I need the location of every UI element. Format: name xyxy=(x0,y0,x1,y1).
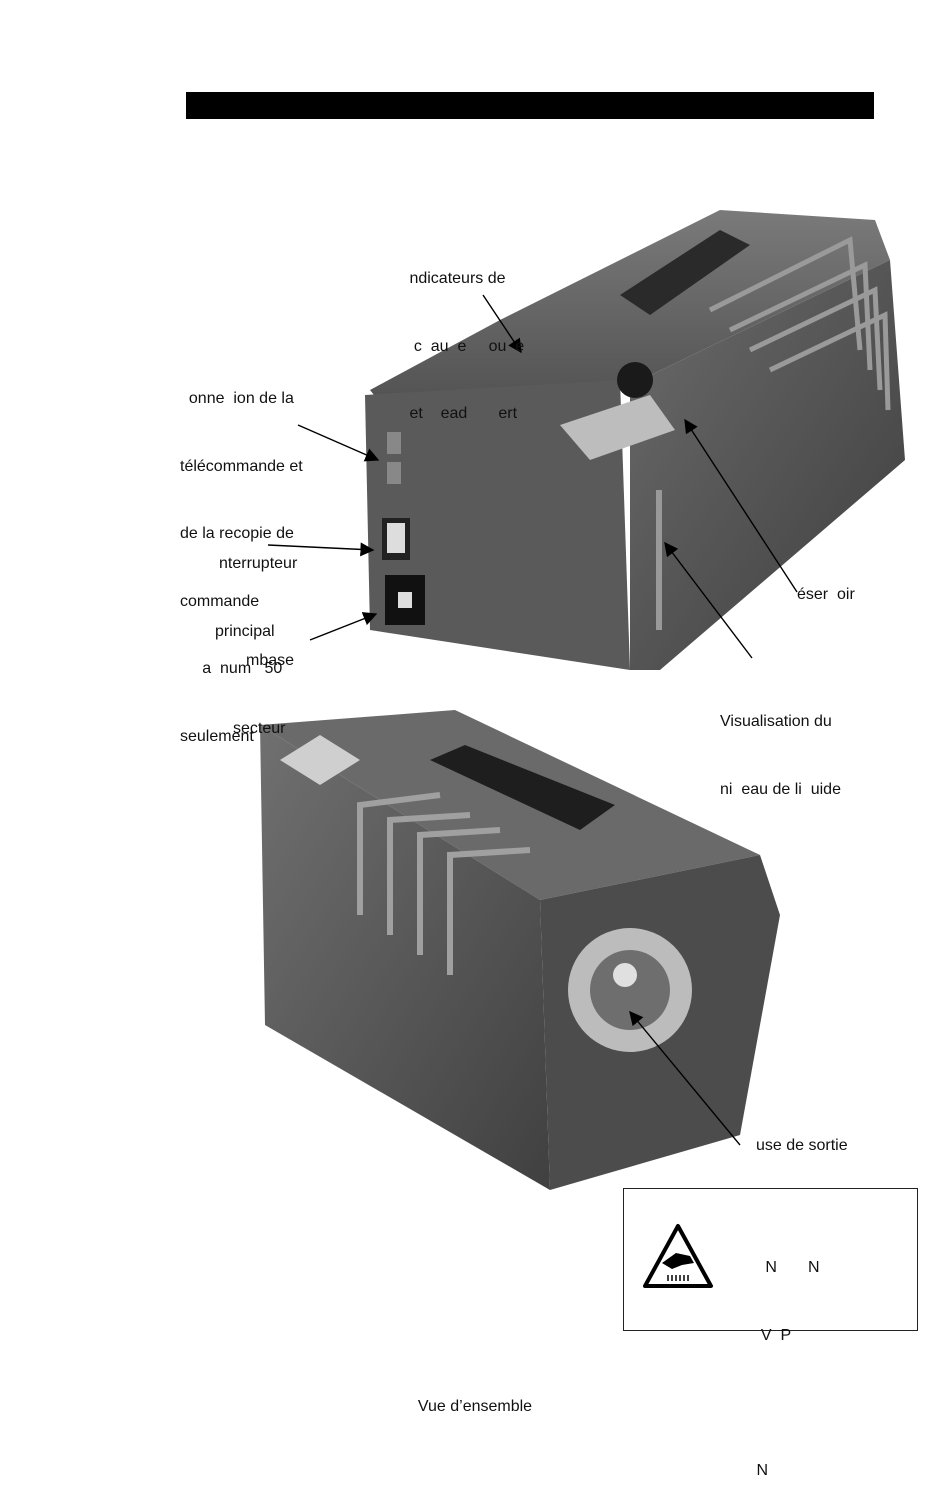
power-socket-label: mbase secteur xyxy=(233,605,294,763)
connection-label-line: commande xyxy=(180,592,260,610)
nozzle-label: use de sortie xyxy=(756,1137,848,1154)
connection-label-line: télécommande et xyxy=(180,457,303,475)
indicators-label-line: ndicateurs de xyxy=(405,270,506,287)
connection-label-line: onne ion de la xyxy=(180,390,294,407)
machine-front-view xyxy=(260,710,780,1190)
indicators-label-line: et ead ert xyxy=(405,405,518,422)
warning-text-line: N N xyxy=(752,1259,820,1276)
connection-label-line: de la recopie de xyxy=(180,525,294,542)
main-switch-label: nterrupteur principal xyxy=(215,508,297,666)
connection-label: onne ion de la télécommande et de la rec… xyxy=(180,343,303,771)
fluid-level-label: Visualisation du ni eau de li uide xyxy=(720,666,841,824)
hot-surface-warning-icon xyxy=(643,1224,713,1288)
callout-arrows xyxy=(267,294,798,1146)
warning-box xyxy=(623,1188,918,1331)
figure-caption: Vue d’ensemble xyxy=(417,1398,533,1415)
main-switch-label-line: nterrupteur xyxy=(219,555,298,572)
machine-rear-view xyxy=(365,210,905,670)
fluid-level-label-line: ni eau de li uide xyxy=(720,780,841,798)
connection-label-line: a num 50 xyxy=(180,660,283,677)
power-socket-label-line: mbase xyxy=(246,652,295,669)
section-title-bar xyxy=(186,92,874,119)
warning-text: N N V P N xyxy=(752,1212,820,1505)
main-switch-label-line: principal xyxy=(215,622,275,640)
power-socket-label-line: secteur xyxy=(233,719,286,737)
fluid-level-label-line: Visualisation du xyxy=(720,713,832,730)
indicators-label: ndicateurs de c au e ou e et ead ert xyxy=(405,223,524,448)
warning-text-line: V P xyxy=(752,1326,792,1344)
indicators-label-line: c au e ou e xyxy=(405,337,525,355)
warning-text-line: N xyxy=(752,1461,768,1479)
connection-label-line: seulement xyxy=(180,727,254,745)
reservoir-label: éser oir xyxy=(797,586,855,603)
